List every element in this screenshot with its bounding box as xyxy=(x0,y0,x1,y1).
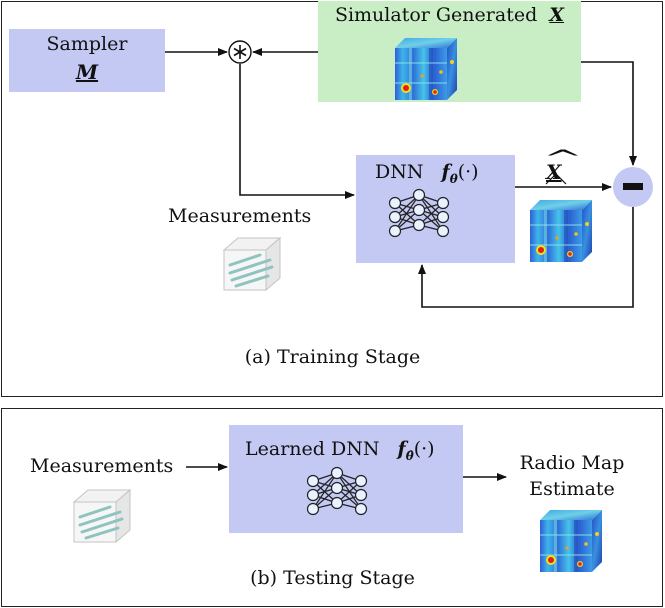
learned-dnn-args: (·) xyxy=(413,438,435,460)
radio-map-label-line1: Radio Map xyxy=(519,452,625,474)
sampler-label: Sampler xyxy=(46,33,128,55)
radio-map-label-line2: Estimate xyxy=(529,478,615,500)
testing-measurements-cube xyxy=(72,488,132,544)
simulator-radio-map-cube xyxy=(395,38,457,100)
output-radio-map-cube xyxy=(540,510,602,572)
training-measurements-cube xyxy=(222,236,282,292)
subtract-node xyxy=(613,167,653,207)
testing-caption: (b) Testing Stage xyxy=(250,567,415,589)
arrow-simulator-to-subtract xyxy=(581,61,637,166)
dnn-box xyxy=(356,155,515,263)
dnn-func: f xyxy=(441,161,450,183)
dnn-sub: θ xyxy=(449,171,458,186)
training-neural-net-icon xyxy=(388,188,450,238)
simulator-symbol: X xyxy=(549,4,565,26)
simulator-label: Simulator Generated X xyxy=(318,4,581,26)
simulator-text: Simulator Generated xyxy=(334,4,538,26)
estimate-symbol: X xyxy=(546,160,562,184)
testing-neural-net-icon xyxy=(306,466,368,516)
learned-dnn-title: Learned DNN fθ̂(·) xyxy=(245,438,435,463)
dnn-label: DNN xyxy=(375,161,424,183)
arrow-feedback-to-dnn xyxy=(418,207,634,308)
sampler-symbol: M xyxy=(75,60,99,84)
dnn-args: (·) xyxy=(457,161,479,183)
learned-dnn-func: f xyxy=(397,438,406,460)
measurements-label-training: Measurements xyxy=(168,205,312,227)
sampler-box xyxy=(9,29,165,92)
arrow-multiply-to-dnn xyxy=(239,64,355,199)
multiply-node xyxy=(228,40,252,64)
estimate-hat-mark xyxy=(545,173,567,185)
estimated-radio-map-cube xyxy=(530,200,592,262)
dnn-title: DNN fθ(·) xyxy=(375,161,479,186)
learned-dnn-sub: θ̂ xyxy=(405,448,414,463)
training-caption: (a) Training Stage xyxy=(244,346,421,368)
learned-dnn-label: Learned DNN xyxy=(245,438,380,460)
learned-dnn-box xyxy=(229,425,463,533)
measurements-label-testing: Measurements xyxy=(30,455,174,477)
